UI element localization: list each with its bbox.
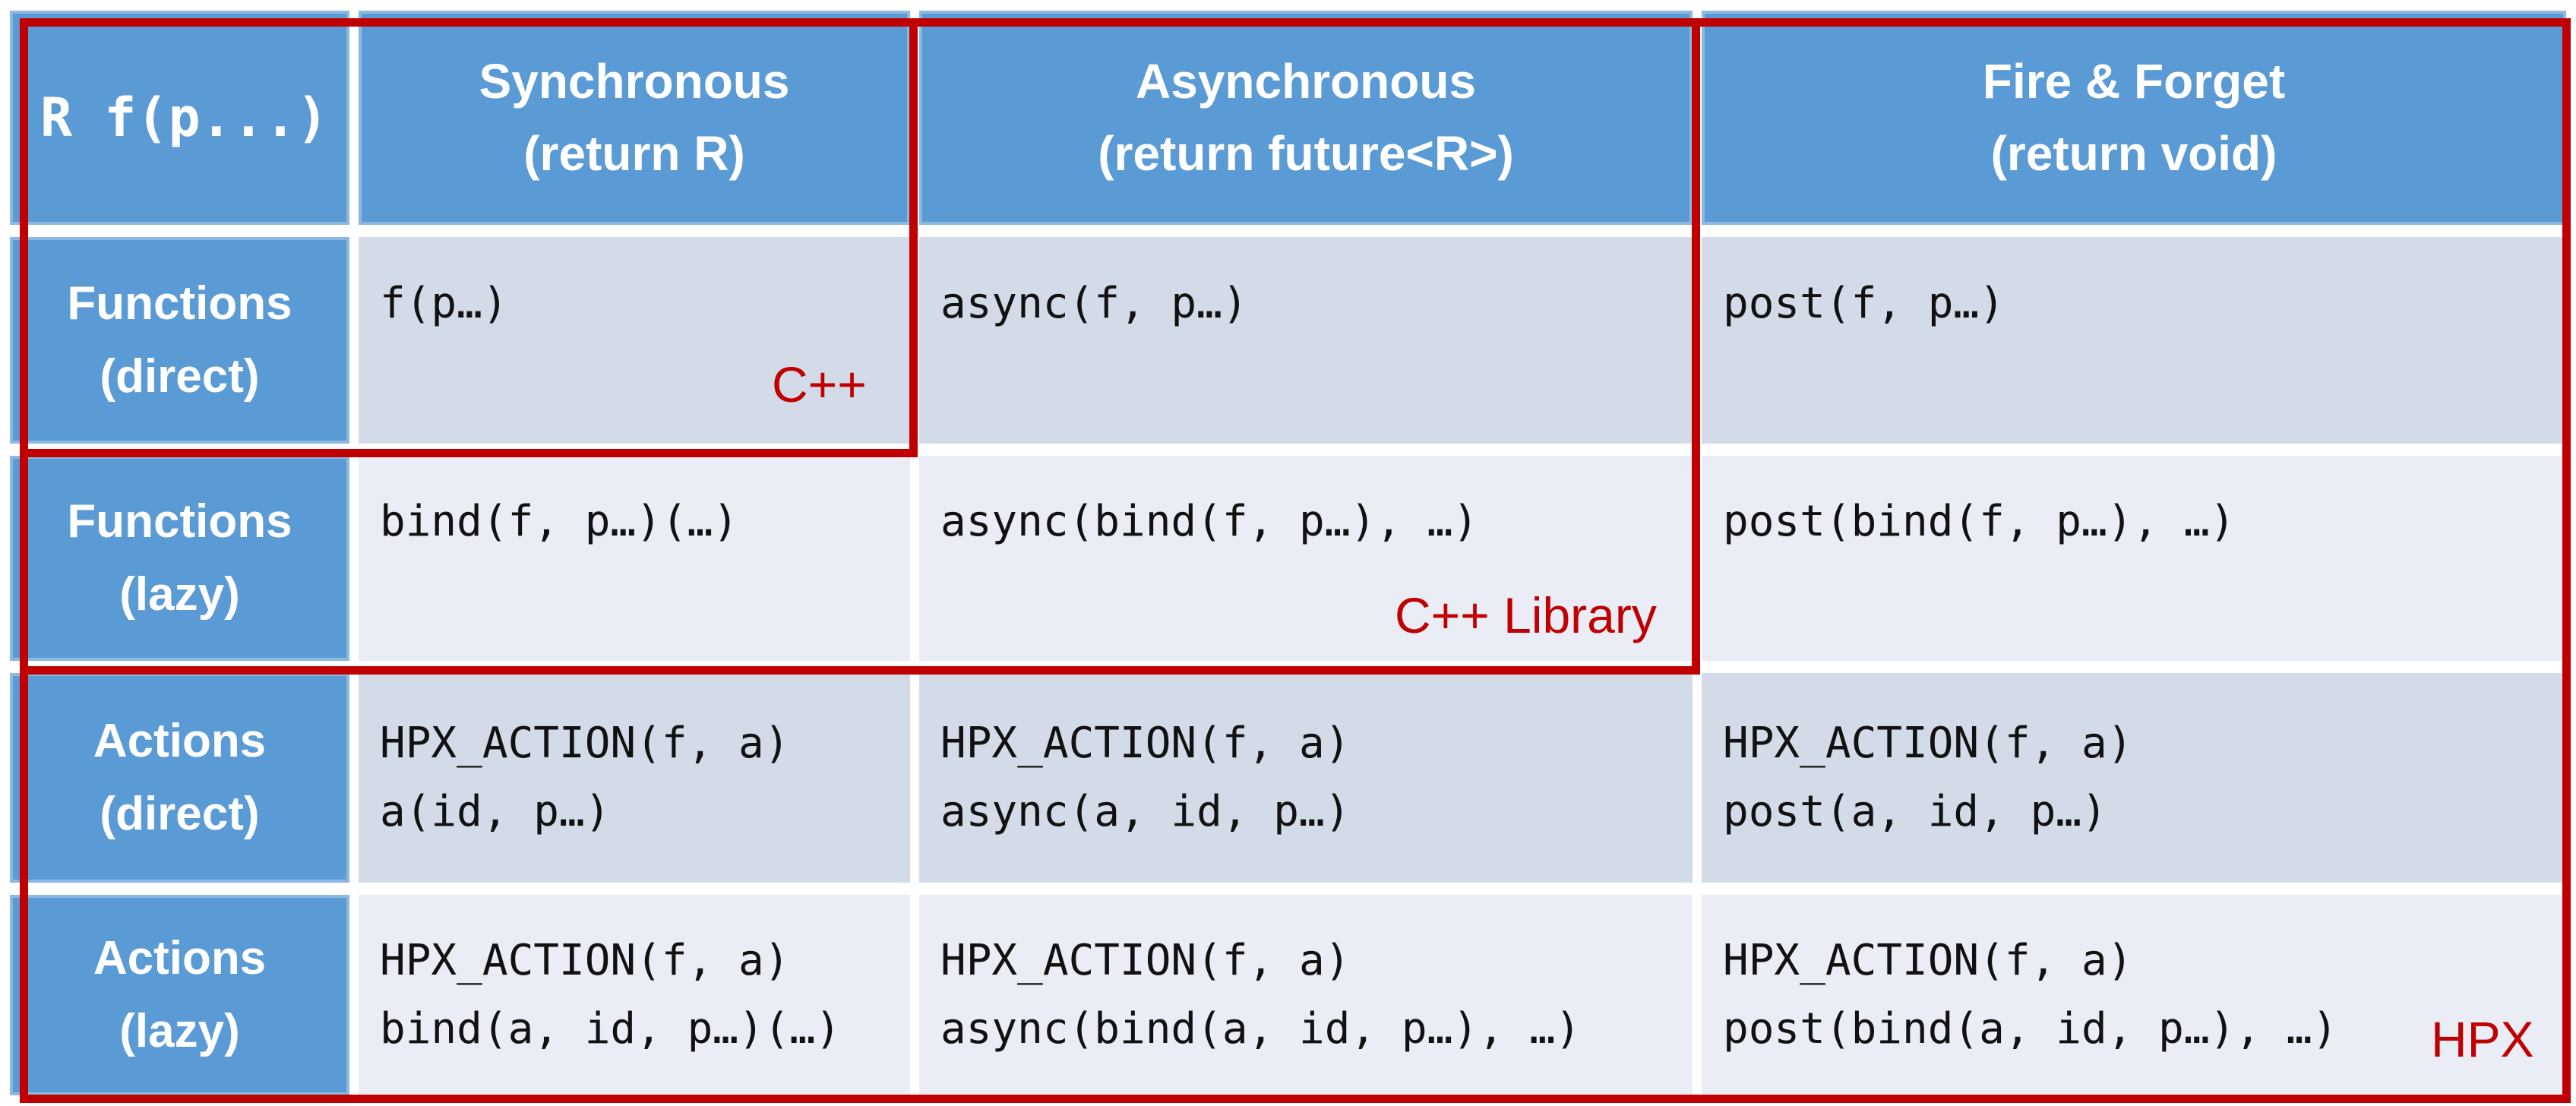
code-cell-functions-direct-post: post(f, p…) [1702,237,2566,444]
code-cell-actions-direct-post: HPX_ACTION(f, a) post(a, id, p…) [1702,673,2566,883]
hpx-scope-label: HPX [2431,1011,2534,1067]
code-cell-actions-lazy-sync: HPX_ACTION(f, a) bind(a, id, p…)(…) [359,895,910,1095]
code-cell-functions-lazy-post: post(bind(f, p…), …) [1702,456,2566,661]
column-header-synchronous: Synchronous (return R) [359,11,910,225]
row-header-actions-direct: Actions (direct) [10,673,349,883]
row-header-actions-lazy: Actions (lazy) [10,895,349,1095]
corner-header-cell: R f(p...) [10,11,349,225]
cpp-scope-label: C++ [772,356,867,412]
column-header-fire-forget: Fire & Forget (return void) [1702,11,2566,225]
code-cell-actions-lazy-async: HPX_ACTION(f, a) async(bind(a, id, p…), … [919,895,1693,1095]
code-cell-functions-lazy-sync: bind(f, p…)(…) [359,456,910,661]
code-cell-functions-direct-async: async(f, p…) [919,237,1693,444]
api-comparison-table: R f(p...) Synchronous (return R) Asynchr… [10,11,2566,1095]
row-header-functions-lazy: Functions (lazy) [10,456,349,661]
code-cell-actions-direct-async: HPX_ACTION(f, a) async(a, id, p…) [919,673,1693,883]
code-cell-actions-direct-sync: HPX_ACTION(f, a) a(id, p…) [359,673,910,883]
column-header-asynchronous: Asynchronous (return future<R>) [919,11,1693,225]
row-header-functions-direct: Functions (direct) [10,237,349,444]
code-cell-functions-lazy-async: async(bind(f, p…), …) [919,456,1693,661]
function-signature-label: R f(p...) [40,87,329,149]
code-cell-functions-direct-sync: f(p…) [359,237,910,444]
code-cell-actions-lazy-post: HPX_ACTION(f, a) post(bind(a, id, p…), …… [1702,895,2566,1095]
cpp-library-scope-label: C++ Library [1395,587,1657,643]
